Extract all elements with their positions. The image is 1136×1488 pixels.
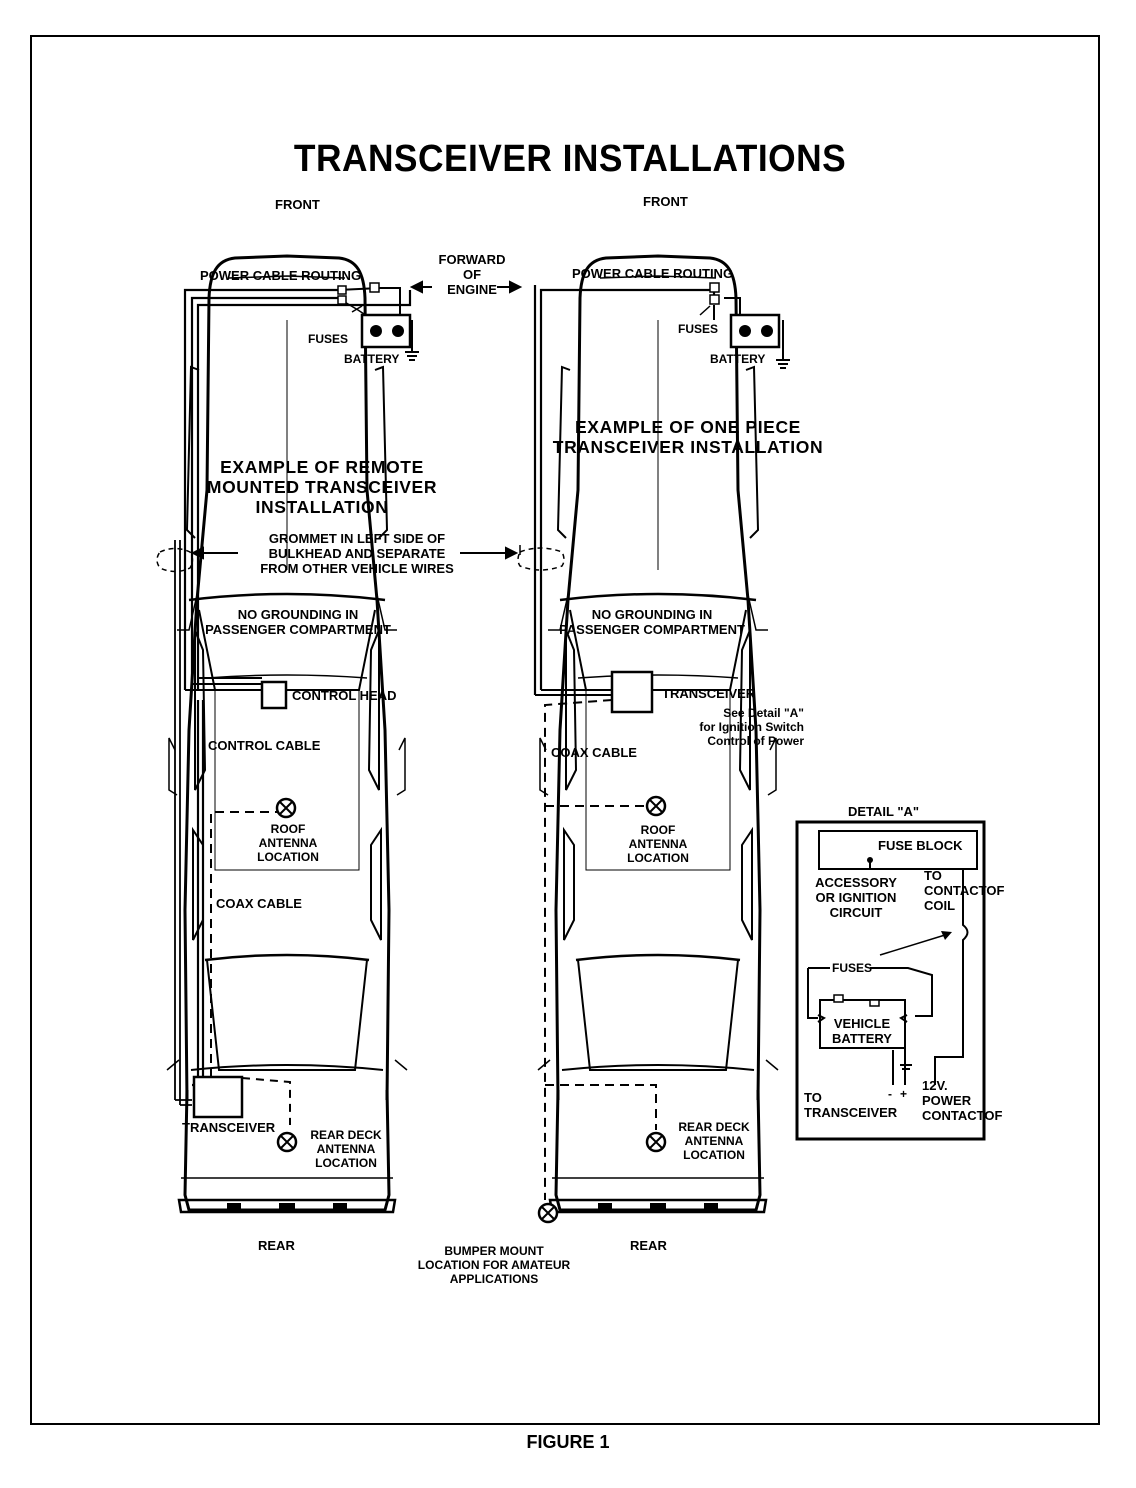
left-rear-label: REAR: [258, 1238, 295, 1253]
right-coax-cable-label: COAX CABLE: [551, 745, 637, 760]
left-no-grounding-note: NO GROUNDING IN PASSENGER COMPARTMENT: [205, 607, 391, 637]
right-example-heading: EXAMPLE OF ONE PIECE TRANSCEIVER INSTALL…: [552, 417, 824, 457]
left-battery-label: BATTERY: [344, 352, 400, 366]
control-cable-label: CONTROL CABLE: [208, 738, 321, 753]
left-transceiver-label: TRANSCEIVER: [182, 1120, 276, 1135]
control-head-label: CONTROL HEAD: [292, 688, 397, 703]
right-rear-label: REAR: [630, 1238, 667, 1253]
detail-fuses-label: FUSES: [832, 961, 873, 975]
right-battery-label: BATTERY: [710, 352, 766, 366]
to-contactor-coil-label: TO CONTACTOF COIL: [924, 868, 1005, 913]
left-coax-cable-label: COAX CABLE: [216, 896, 302, 911]
detail-minus-sign: -: [888, 1087, 892, 1101]
right-fuses-label: FUSES: [678, 322, 719, 336]
left-front-label: FRONT: [275, 197, 320, 212]
right-roof-antenna-label: ROOF ANTENNA LOCATION: [627, 823, 689, 865]
right-front-label: FRONT: [643, 194, 688, 209]
vehicle-battery-label: VEHICLE BATTERY: [832, 1016, 892, 1046]
figure-frame: [30, 35, 1100, 1425]
left-roof-antenna-label: ROOF ANTENNA LOCATION: [257, 822, 319, 864]
power-contactor-label: 12V. POWER CONTACTOF: [922, 1078, 1003, 1123]
left-power-cable-routing-label: POWER CABLE ROUTING: [200, 268, 362, 283]
right-power-cable-routing-label: POWER CABLE ROUTING: [572, 266, 734, 281]
left-example-heading: EXAMPLE OF REMOTE MOUNTED TRANSCEIVER IN…: [206, 457, 438, 517]
right-transceiver-label: TRANSCEIVER: [662, 686, 756, 701]
accessory-circuit-label: ACCESSORY OR IGNITION CIRCUIT: [815, 875, 897, 920]
fuse-block-label: FUSE BLOCK: [878, 838, 963, 853]
grommet-note: GROMMET IN LEFT SIDE OF BULKHEAD AND SEP…: [260, 531, 454, 576]
right-rear-deck-antenna-label: REAR DECK ANTENNA LOCATION: [678, 1120, 750, 1162]
left-fuses-label: FUSES: [308, 332, 349, 346]
detail-plus-sign: +: [900, 1087, 908, 1101]
forward-of-engine-label: FORWARD OF ENGINE: [438, 252, 506, 297]
page-title: TRANSCEIVER INSTALLATIONS: [293, 138, 847, 180]
left-rear-deck-antenna-label: REAR DECK ANTENNA LOCATION: [310, 1128, 382, 1170]
figure-caption: FIGURE 1: [526, 1432, 610, 1452]
right-no-grounding-note: NO GROUNDING IN PASSENGER COMPARTMENT: [559, 607, 745, 637]
to-transceiver-label: TO TRANSCEIVER: [804, 1090, 898, 1120]
bumper-mount-note: BUMPER MOUNT LOCATION FOR AMATEUR APPLIC…: [417, 1244, 571, 1286]
see-detail-note: See Detail "A" for Ignition Switch Contr…: [699, 706, 804, 748]
detail-a-title: DETAIL "A": [848, 804, 920, 819]
